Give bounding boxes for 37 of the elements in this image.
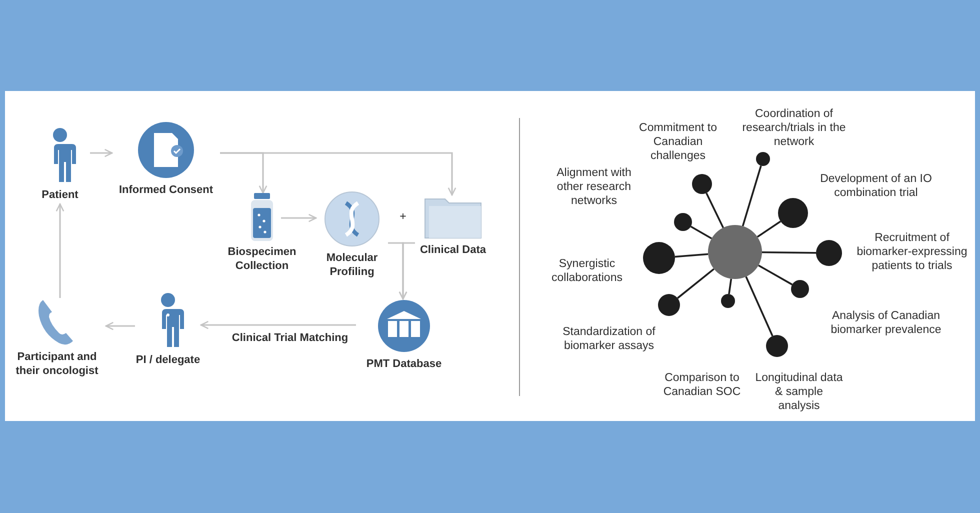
- arrow: [398, 242, 415, 300]
- feature-label: Alignment with other research networks: [556, 166, 632, 208]
- node-label: Participant and their oncologist: [14, 350, 100, 378]
- node-label: Patient: [42, 188, 78, 202]
- feature-label: Coordination of research/trials in the network: [742, 107, 846, 149]
- node-label: PI / delegate: [136, 353, 200, 367]
- feature-label: Analysis of Canadian biomarker prevalence: [830, 309, 942, 337]
- spoke-line: [756, 220, 782, 238]
- edge-label: Clinical Trial Matching: [230, 331, 350, 345]
- feature-label: Development of an IO combination trial: [819, 172, 933, 200]
- spoke-line: [677, 268, 715, 299]
- spoke-line: [762, 251, 816, 254]
- spoke-line: [674, 253, 708, 258]
- plus-sign: +: [398, 210, 408, 224]
- feature-label: Comparison to Canadian SOC: [663, 371, 741, 399]
- node-label: PMT Database: [366, 357, 442, 371]
- feature-label: Longitudinal data & sample analysis: [754, 371, 844, 413]
- feature-label: Commitment to Canadian challenges: [638, 121, 718, 163]
- feature-label: Recruitment of biomarker-expressing patients to trials: [856, 231, 968, 273]
- spoke-line: [690, 226, 712, 240]
- arrow: [56, 203, 64, 298]
- feature-label: Synergistic collaborations: [550, 257, 624, 285]
- spoke-line: [758, 264, 793, 286]
- spoke-line: [742, 165, 762, 226]
- node-label: Molecular Profiling: [325, 251, 379, 279]
- spoke-line: [706, 192, 724, 228]
- node-label: Biospecimen Collection: [226, 245, 298, 273]
- node-label: Clinical Data: [420, 243, 486, 257]
- spoke-line: [728, 278, 732, 294]
- arrow: [200, 320, 356, 330]
- arrow: [220, 152, 456, 196]
- feature-label: Standardization of biomarker assays: [562, 325, 656, 353]
- node-label: Informed Consent: [118, 183, 214, 197]
- arrow: [105, 322, 135, 330]
- spoke-line: [745, 276, 774, 336]
- arrow: [90, 148, 113, 158]
- arrow: [281, 214, 317, 222]
